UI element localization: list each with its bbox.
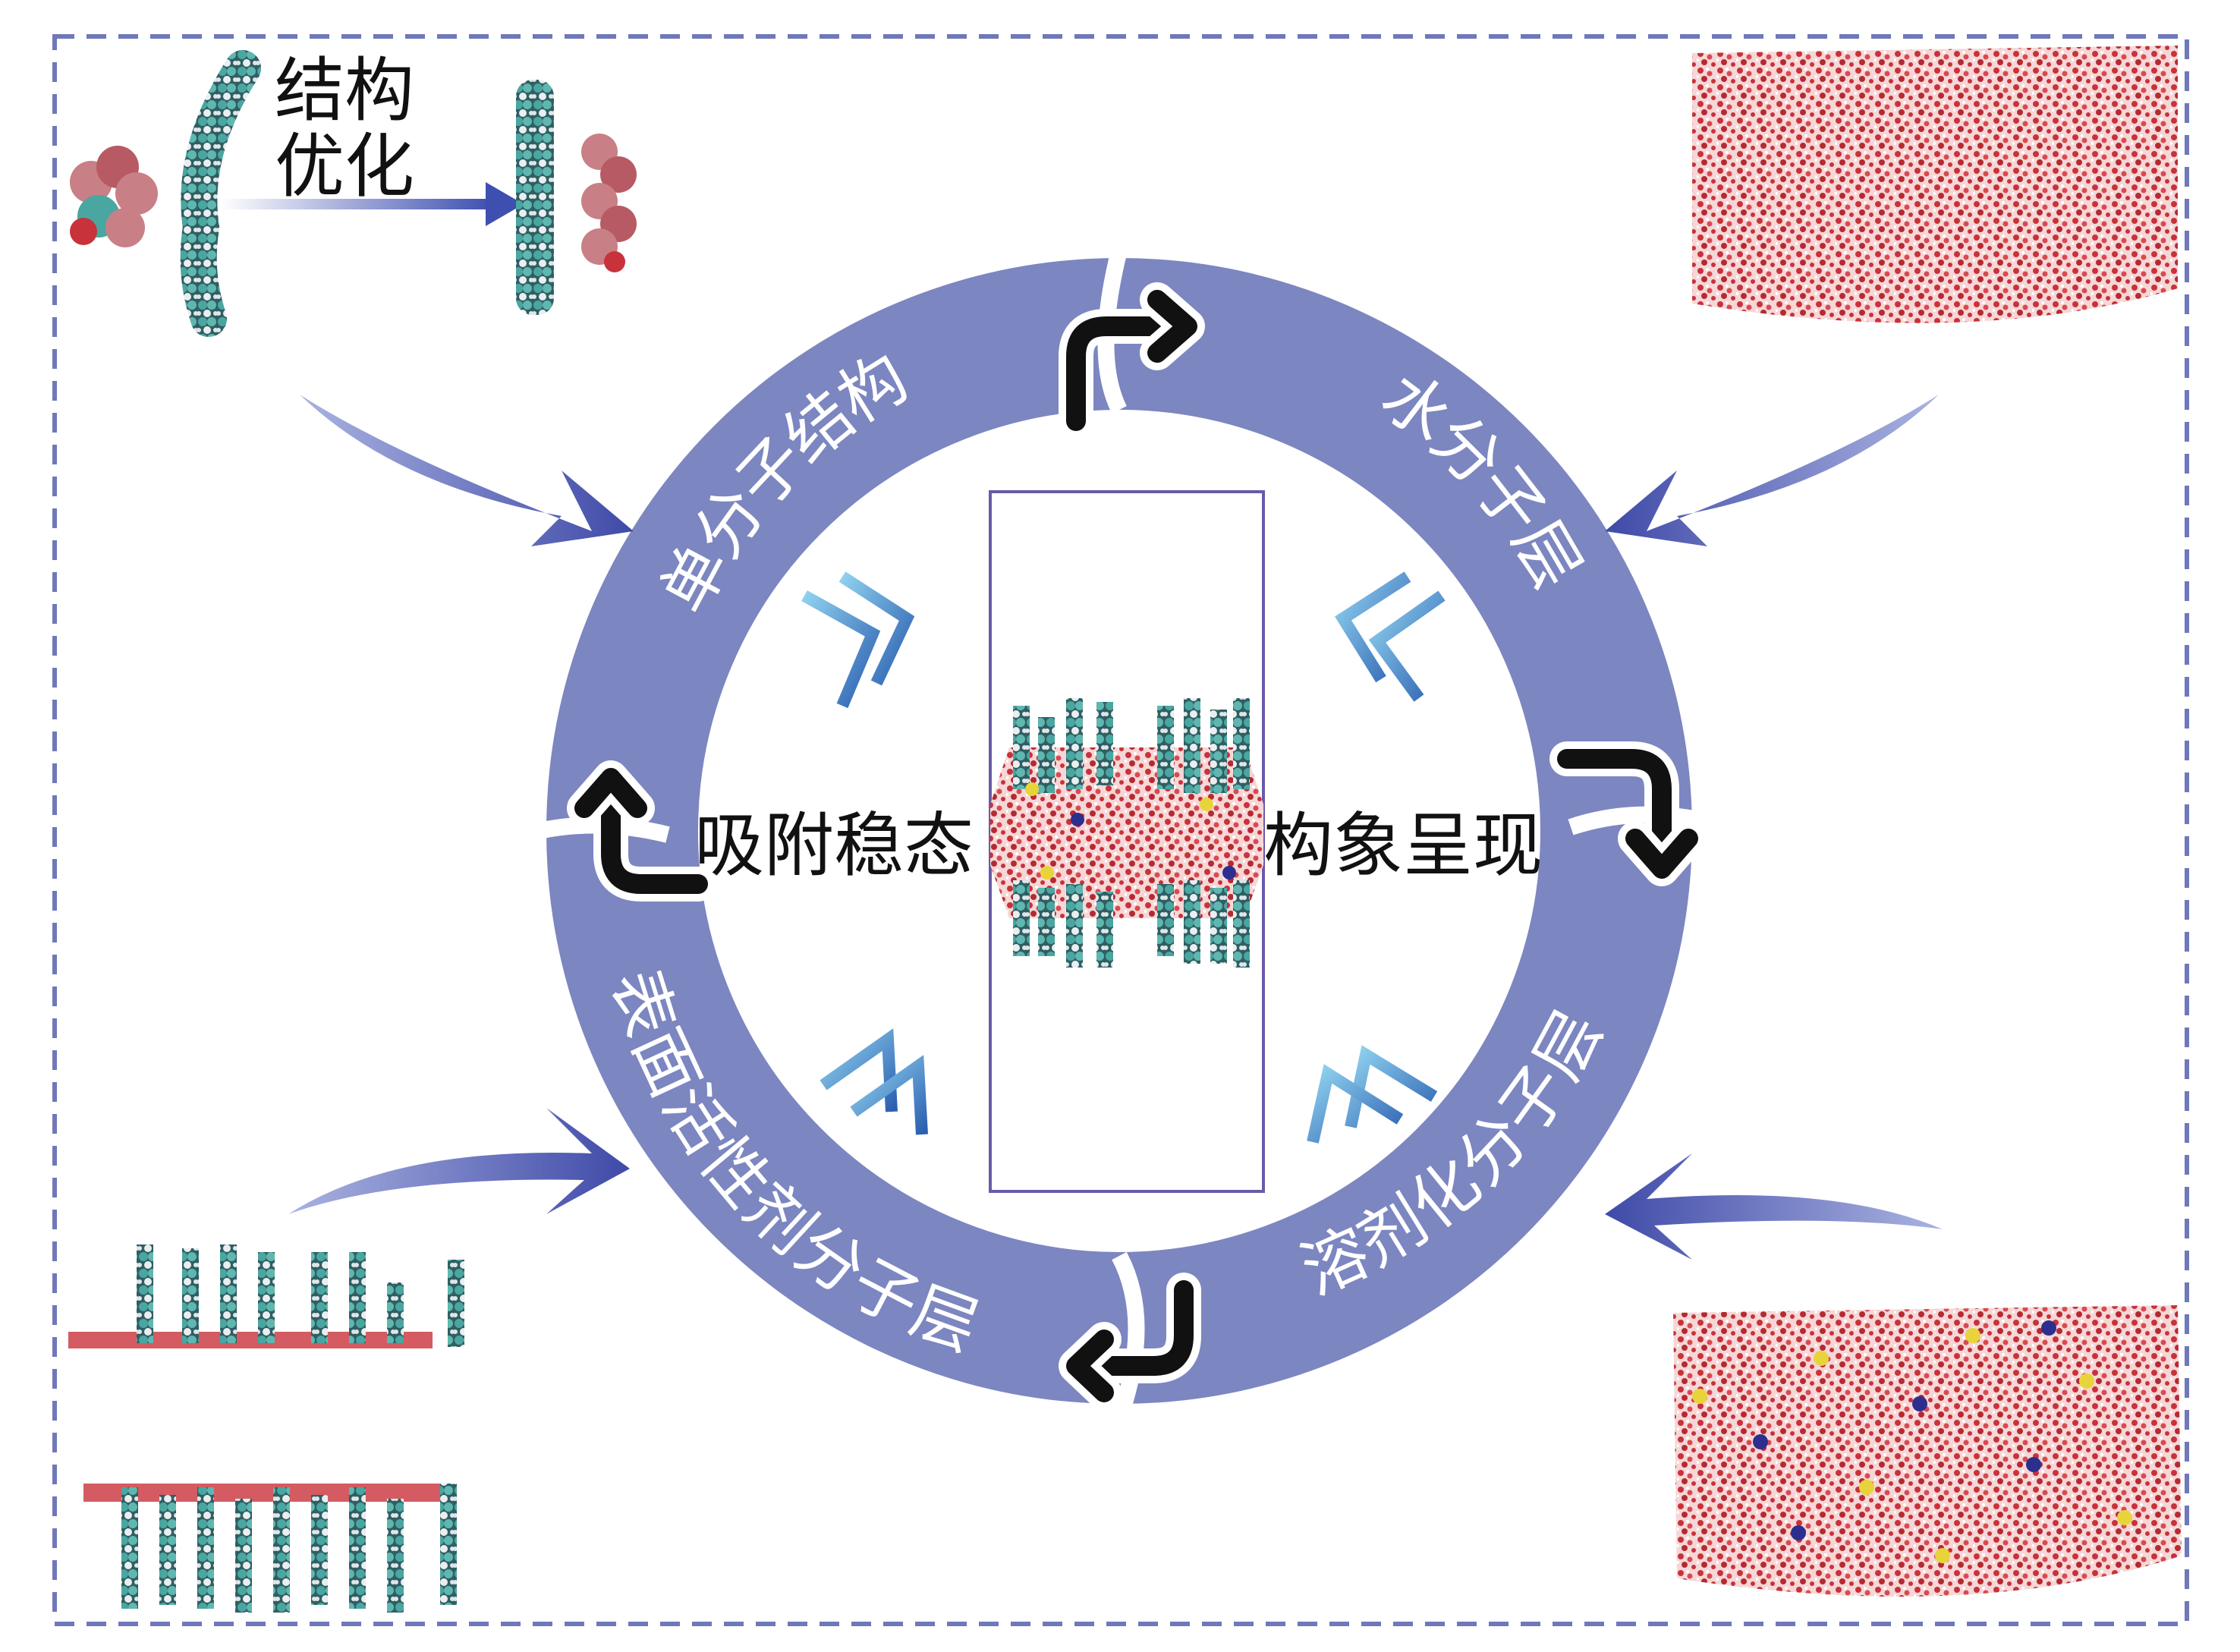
arrow-bottom-right (1605, 1153, 1943, 1260)
surfactant-chains-bottom (1013, 880, 1250, 968)
surfactant-monolayer-2 (83, 1484, 457, 1613)
gap-arrows (567, 282, 1706, 1410)
chevron-icon (801, 571, 915, 709)
outer-arrows (288, 395, 1943, 1260)
simulation-snapshot (990, 698, 1263, 968)
solvated-box (1673, 1305, 2182, 1597)
arrow-bottom-left (288, 1108, 630, 1214)
curved-arrow-icon (1059, 1273, 1201, 1410)
ring-gap-right (1568, 806, 1717, 835)
surfactant-chains-top (1013, 698, 1250, 793)
optimization-arrow (220, 182, 524, 226)
arrow-top-right (1605, 395, 1939, 546)
center-label-adsorption-steady-state: 吸附稳态 (694, 805, 974, 886)
ions (1025, 782, 1236, 879)
single-molecule-after (516, 80, 637, 315)
chevron-icon (1307, 1045, 1438, 1144)
center-label-conformation-display: 构象呈现 (1263, 805, 1543, 886)
curved-arrow-icon (567, 760, 716, 902)
arrow-top-left (300, 395, 634, 546)
single-molecule-before (70, 50, 261, 337)
curved-arrow-icon (1549, 741, 1706, 886)
structure-optimization-line2: 优化 (275, 126, 415, 207)
chevron-icon (820, 1028, 928, 1135)
dashed-frame (52, 34, 2189, 1626)
inner-chevrons (801, 571, 1446, 1144)
surfactant-monolayer-1 (68, 1245, 464, 1348)
water-box-top (1692, 46, 2178, 323)
chevron-icon (1335, 571, 1446, 702)
curved-arrow-icon (1059, 282, 1205, 439)
structure-optimization-line1: 结构 (275, 50, 415, 131)
ring-gap-bottom (1111, 1251, 1145, 1422)
